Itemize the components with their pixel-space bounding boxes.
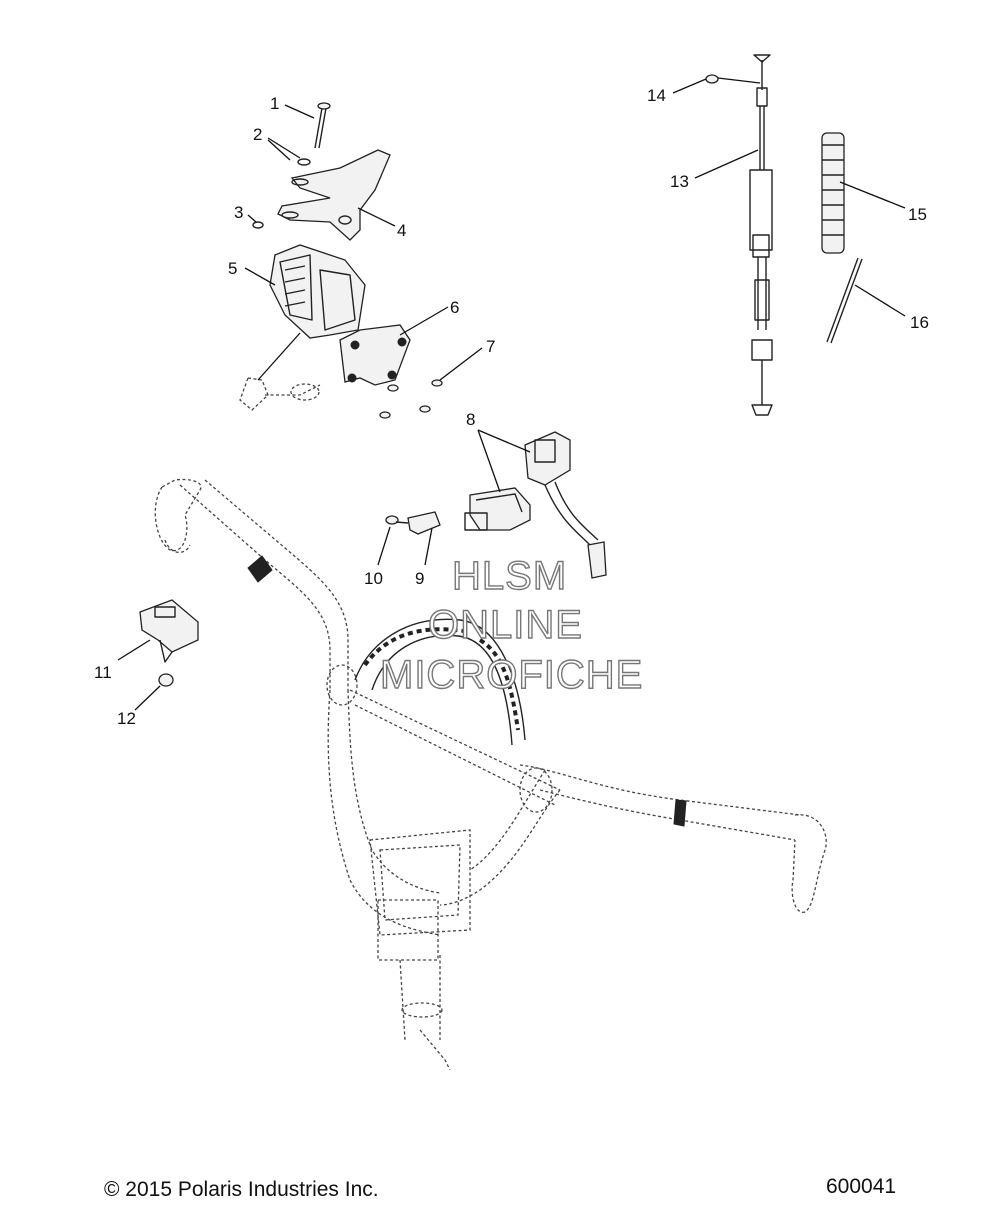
callout-4: 4 — [397, 221, 406, 240]
part-14-clip — [705, 74, 719, 84]
callout-numbers: 1 2 3 4 5 6 7 8 9 10 11 12 13 14 15 16 — [94, 86, 929, 728]
callout-8: 8 — [466, 410, 475, 429]
callout-7: 7 — [486, 337, 495, 356]
part-12-cap — [158, 673, 174, 687]
part-6-clamp — [339, 324, 411, 386]
handlebar-outline — [154, 478, 827, 1071]
callout-16: 16 — [910, 313, 929, 332]
callout-2: 2 — [253, 125, 262, 144]
part-15-spiral-wrap — [821, 132, 845, 254]
watermark-line-2: ONLINE — [428, 603, 583, 647]
callout-6: 6 — [450, 298, 459, 317]
part-5-switch-housing — [269, 244, 366, 339]
watermark-line-1: HLSM — [452, 554, 567, 598]
switch-connector — [239, 332, 321, 411]
part-9-clip — [407, 511, 441, 535]
callout-3: 3 — [234, 203, 243, 222]
callout-10: 10 — [364, 569, 383, 588]
leader-lines — [117, 77, 906, 711]
callout-15: 15 — [908, 205, 927, 224]
diagram-number: 600041 — [826, 1175, 897, 1198]
part-7-screws — [379, 379, 443, 419]
part-4-bracket — [277, 149, 391, 241]
callout-9: 9 — [415, 569, 424, 588]
callout-1: 1 — [270, 94, 279, 113]
callout-12: 12 — [117, 709, 136, 728]
callout-13: 13 — [670, 172, 689, 191]
watermark: HLSM ONLINE MICROFICHE — [379, 553, 643, 697]
part-11-lever-housing — [139, 599, 199, 663]
part-13-cable — [749, 54, 773, 416]
part-16-tie — [826, 257, 863, 344]
part-10-screw — [385, 515, 409, 525]
part-3-nut — [252, 221, 264, 229]
part-1-bolt — [314, 102, 331, 149]
callout-14: 14 — [647, 86, 666, 105]
callout-11: 11 — [94, 663, 112, 682]
part-8-throttle-assembly — [464, 431, 607, 579]
copyright-text: © 2015 Polaris Industries Inc. — [104, 1178, 379, 1201]
harness-arch — [354, 618, 526, 746]
watermark-line-3: MICROFICHE — [380, 653, 643, 697]
part-2-washer — [297, 158, 311, 166]
callout-5: 5 — [228, 259, 237, 278]
